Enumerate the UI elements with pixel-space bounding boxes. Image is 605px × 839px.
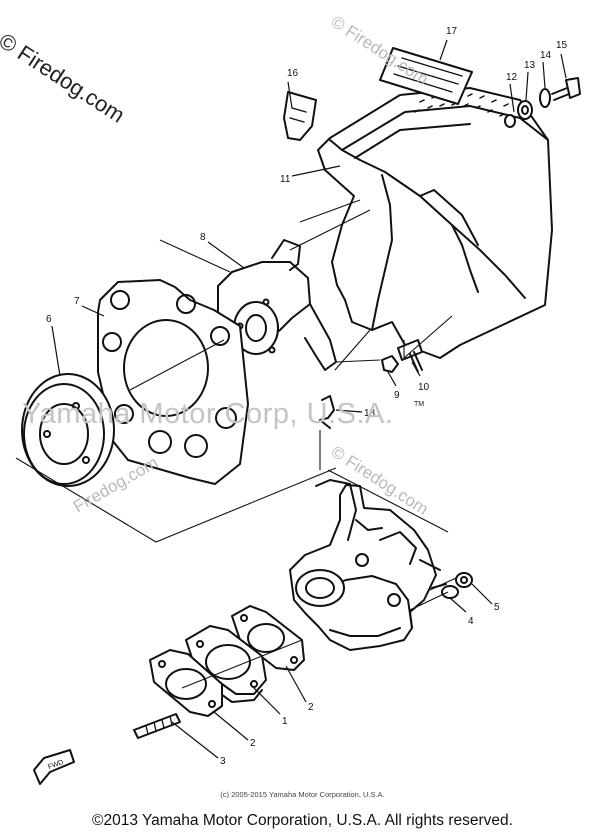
callout-tm: TM [414,401,424,408]
stud-bolt-part [133,713,181,739]
callout-18: 18 [364,408,376,419]
callout-6: 6 [46,314,52,325]
shroud-cover-part [317,87,553,359]
gasket-part [149,649,223,717]
callout-2a: 2 [308,702,314,713]
washer-and-nut-part [441,572,473,599]
callout-17: 17 [446,26,458,37]
callout-10: 10 [418,382,430,393]
gasket-plate-part [21,373,115,487]
callout-2b: 2 [250,738,256,749]
callout-15: 15 [556,40,568,51]
nut-and-bolt-part [381,339,423,373]
callout-5: 5 [494,602,500,613]
clip-part [319,395,335,429]
callout-3: 3 [220,756,226,767]
flange-plate-part [97,279,249,485]
callout-1: 1 [282,716,288,727]
copyright-notice: ©2013 Yamaha Motor Corporation, U.S.A. A… [92,812,513,829]
callout-8: 8 [200,232,206,243]
callout-4: 4 [468,616,474,627]
callout-14: 14 [540,50,552,61]
callout-16: 16 [287,68,299,79]
front-direction-arrow-icon [33,749,75,785]
label-plate-part [379,47,473,105]
callout-13: 13 [524,60,536,71]
bracket-part [283,91,317,141]
fastener-stack-part [504,77,581,128]
callout-11: 11 [280,174,291,185]
small-credit: (c) 2005-2015 Yamaha Motor Corporation, … [220,790,385,799]
watermark-center: Yamaha Motor Corp, U.S.A. [22,398,394,430]
callout-9: 9 [394,390,400,401]
callout-12: 12 [506,72,518,83]
callout-7: 7 [74,296,80,307]
carburetor-part [289,479,447,651]
